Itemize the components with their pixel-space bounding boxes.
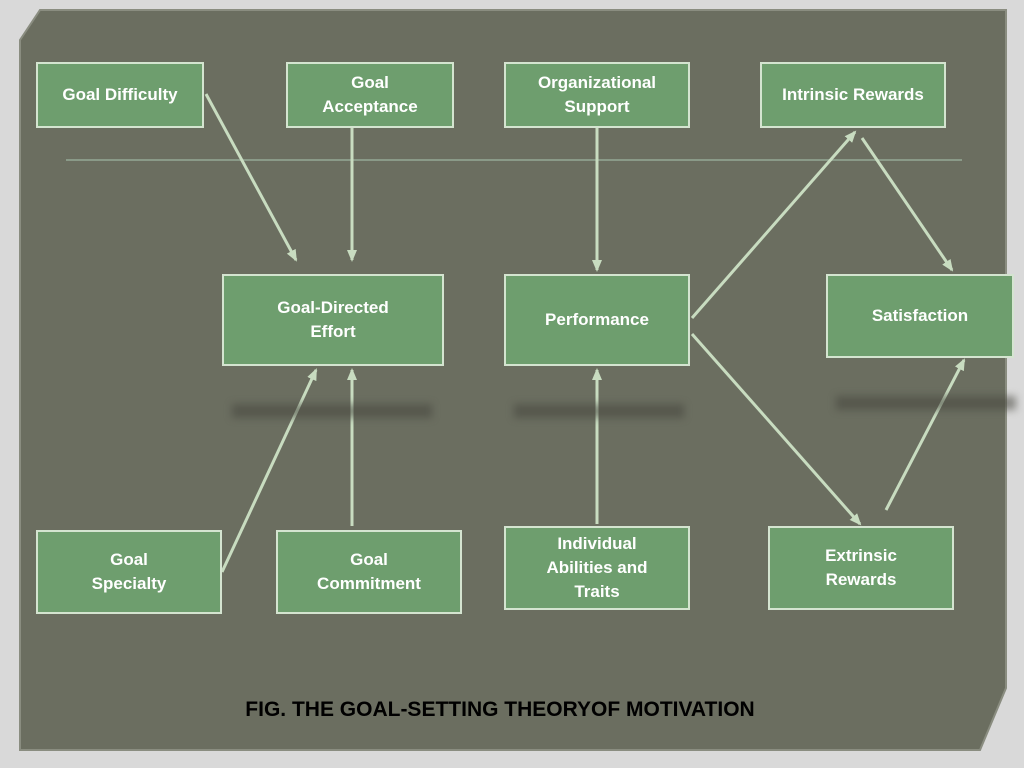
shadow-effort <box>232 404 432 418</box>
box-goal-commitment: Goal Commitment <box>276 530 462 614</box>
arrow-difficulty-to-effort <box>204 93 298 262</box>
box-goal-directed-effort: Goal-Directed Effort <box>222 274 444 366</box>
arrow-extrinsic-to-satisfaction <box>884 358 966 511</box>
box-goal-difficulty: Goal Difficulty <box>36 62 204 128</box>
box-extrinsic-rewards: Extrinsic Rewards <box>768 526 954 610</box>
box-performance: Performance <box>504 274 690 366</box>
box-organizational-support: Organizational Support <box>504 62 690 128</box>
box-satisfaction: Satisfaction <box>826 274 1014 358</box>
arrow-intrinsic-to-satisfaction <box>860 137 954 272</box>
arrow-specialty-to-effort <box>220 368 318 573</box>
shadow-performance <box>514 404 684 418</box>
box-intrinsic-rewards: Intrinsic Rewards <box>760 62 946 128</box>
box-goal-specialty: Goal Specialty <box>36 530 222 614</box>
slide-background <box>19 9 1007 751</box>
box-individual-abilities: Individual Abilities and Traits <box>504 526 690 610</box>
shadow-satisfaction <box>836 396 1016 410</box>
arrow-performance-to-extrinsic <box>690 333 862 526</box>
arrow-performance-to-intrinsic <box>690 130 857 319</box>
box-goal-acceptance: Goal Acceptance <box>286 62 454 128</box>
arrows-group <box>204 93 966 573</box>
figure-caption: FIG. THE GOAL-SETTING THEORYOF MOTIVATIO… <box>245 698 755 721</box>
